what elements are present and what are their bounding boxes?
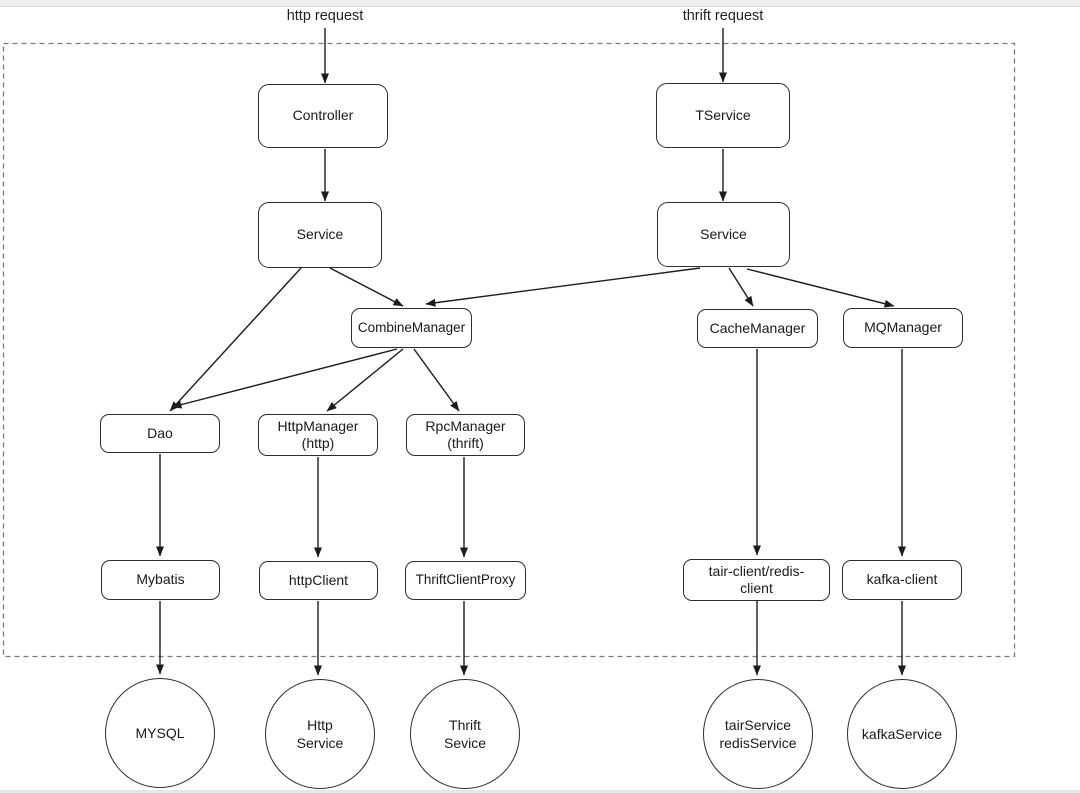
node-mq-manager-label: MQManager [864,319,942,336]
node-service-left-label: Service [296,226,344,243]
window-bottom-edge [0,790,1080,793]
edge-service-right-to-combinemanager [425,267,701,307]
service-circle-http-service: Http Service [265,679,375,789]
node-combine-manager: CombineManager [351,308,472,348]
edge-service-left-to-combinemanager [329,267,404,307]
http-request-label: http request [286,8,364,24]
node-thrift-client-proxy: ThriftClientProxy [405,561,526,600]
service-circle-thrift-sevice-label-line2: Sevice [443,735,487,751]
service-circle-mysql-label: MYSQL [135,724,185,741]
node-http-manager-label-line2: (http) [301,435,335,451]
node-kafka-client-label: kafka-client [866,571,938,588]
window-top-edge [0,0,1080,7]
service-circle-thrift-sevice-label-line1: Thrift [449,716,481,733]
node-http-client: httpClient [259,561,378,600]
edge-combinemanager-to-dao [171,348,398,409]
service-circle-kafka-service-label: kafkaService [861,725,943,742]
service-circle-thrift-sevice: Thrift Sevice [410,679,520,789]
node-http-manager-label-line1: HttpManager [277,417,359,434]
edge-combinemanager-to-rpcmanager [413,348,460,412]
thrift-request-label: thrift request [682,8,764,24]
service-circle-tair-redis-service-label-line2: redisService [719,735,797,751]
node-controller-label: Controller [292,107,354,124]
service-circle-kafka-service: kafkaService [847,679,957,789]
edge-service-left-to-dao [169,267,302,412]
node-mybatis-label: Mybatis [136,571,185,588]
dashed-boundary-box [2,42,1016,658]
service-circle-mysql: MYSQL [105,678,215,788]
node-cache-manager: CacheManager [697,309,818,348]
service-circle-http-service-label-line2: Service [296,735,344,751]
node-rpc-manager-label-line1: RpcManager [425,417,506,434]
service-circle-tair-redis-service-label-line1: tairService [724,716,792,733]
node-tservice-label: TService [695,106,751,123]
node-tair-redis-client: tair-client/redis- client [683,559,830,601]
node-kafka-client: kafka-client [842,560,962,600]
node-service-right-label: Service [700,225,747,242]
node-service-right: Service [657,202,790,267]
node-rpc-manager: RpcManager (thrift) [406,414,525,456]
node-tservice: TService [656,83,790,148]
node-rpc-manager-label-line2: (thrift) [447,435,484,451]
node-controller: Controller [258,84,388,148]
edge-service-right-to-cachemanager [728,267,754,307]
node-tair-redis-client-label-line2: client [740,580,773,596]
service-circle-http-service-label-line1: Http [307,716,333,733]
node-http-client-label: httpClient [288,571,349,588]
node-http-manager: HttpManager (http) [258,414,378,456]
node-cache-manager-label: CacheManager [709,319,806,336]
node-tair-redis-client-label-line1: tair-client/redis- [708,562,805,579]
node-mq-manager: MQManager [843,308,963,348]
edge-service-right-to-mqmanager [746,268,895,308]
node-service-left: Service [258,202,382,268]
node-mybatis: Mybatis [101,560,220,600]
service-circle-tair-redis-service: tairService redisService [703,679,813,789]
node-combine-manager-label: CombineManager [357,319,466,335]
node-dao: Dao [100,414,220,453]
node-dao-label: Dao [147,424,173,441]
node-thrift-client-proxy-label: ThriftClientProxy [415,572,516,588]
edge-combinemanager-to-httpmanager [326,348,404,412]
